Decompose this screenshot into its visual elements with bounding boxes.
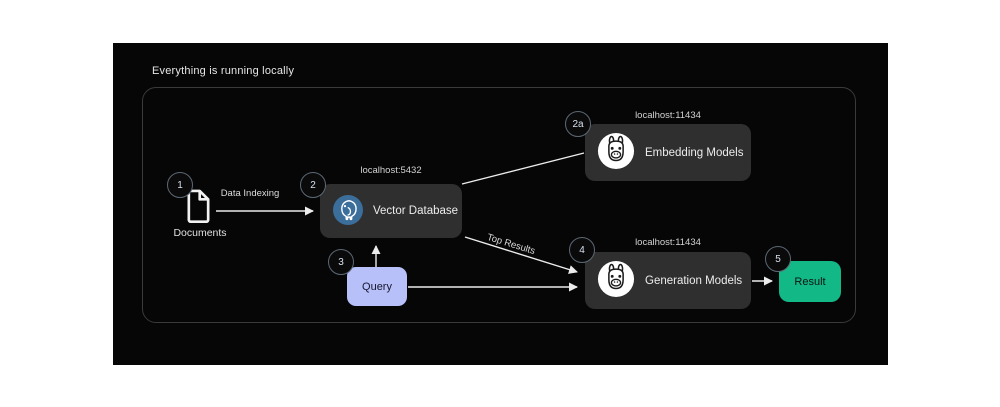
generation-label: Generation Models [645,274,743,287]
diagram-canvas: Everything is running locally Data Index… [113,43,888,365]
llama-icon [597,260,635,301]
vectordb-host-label: localhost:5432 [360,165,422,176]
vector-database-node: Vector Database [320,184,462,238]
llama-icon [597,132,635,173]
step-badge-4: 4 [569,237,595,263]
edge-vectordb-to-generation [464,236,578,274]
step-badge-2: 2 [300,172,326,198]
step-badge-1: 1 [167,172,193,198]
diagram-title: Everything is running locally [152,65,295,77]
connector-lines [216,152,773,292]
local-boundary-frame [142,87,856,323]
edge-vectordb-to-embedding [461,152,585,185]
embedding-label: Embedding Models [645,146,744,159]
data-indexing-label: Data Indexing [220,188,280,199]
result-node: Result [779,261,841,302]
document-icon [184,189,213,227]
documents-label: Documents [173,227,227,239]
embedding-host-label: localhost:11434 [635,110,701,121]
step-badge-5: 5 [765,246,791,272]
step-badge-2a: 2a [565,111,591,137]
embedding-models-node: Embedding Models [585,124,751,181]
generation-models-node: Generation Models [585,252,751,309]
query-node: Query [347,267,407,306]
step-badge-3: 3 [328,249,354,275]
generation-host-label: localhost:11434 [635,237,701,248]
vectordb-label: Vector Database [373,205,459,217]
postgresql-icon [333,194,363,228]
